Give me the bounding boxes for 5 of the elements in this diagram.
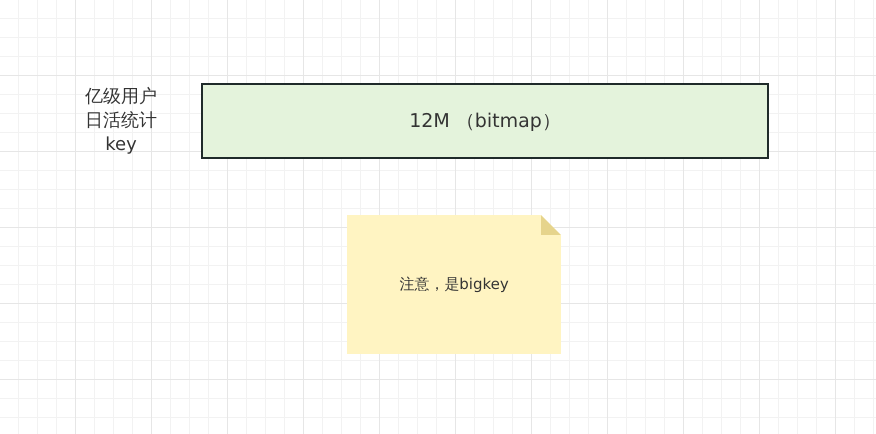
side-label: 亿级用户日活统计key xyxy=(84,85,158,157)
process-box xyxy=(201,83,769,159)
node-label: 注意，是bigkey xyxy=(399,275,509,294)
sticky-note xyxy=(347,215,561,354)
node-label: 12M （bitmap） xyxy=(409,109,561,134)
